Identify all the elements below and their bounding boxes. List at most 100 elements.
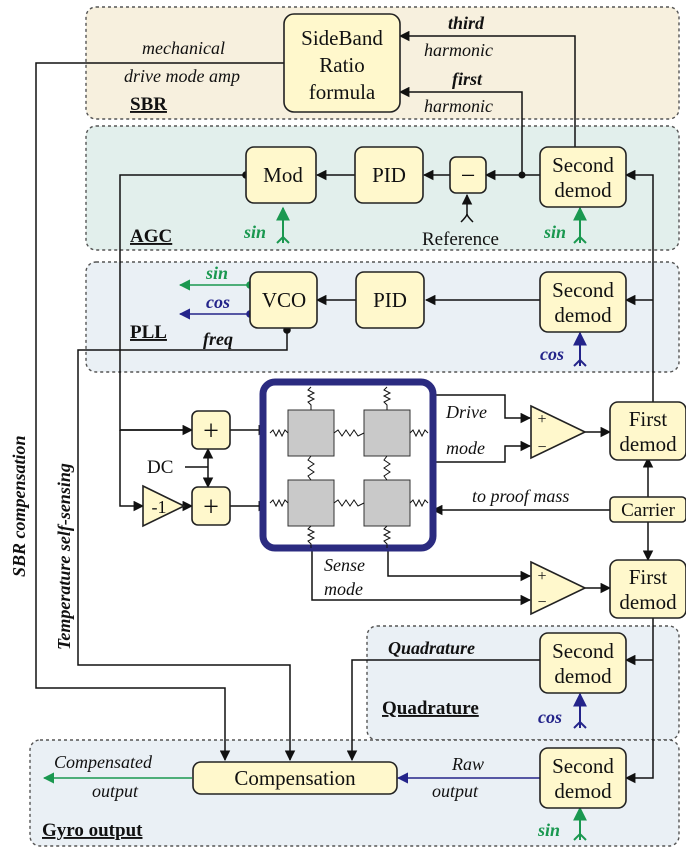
- drive-plus-wire: [428, 394, 532, 424]
- sense-first-demod-label-2: demod: [619, 590, 677, 614]
- drive-amp-plus: +: [537, 411, 546, 428]
- sbr-formula-label-3: formula: [309, 80, 376, 104]
- junction-dot: [518, 171, 526, 179]
- quad-second-demod-label-2: demod: [554, 664, 612, 688]
- sense-mode-label: mode: [324, 579, 363, 599]
- sbr-compensation-wire: [35, 62, 284, 762]
- sense-plus-wire: [387, 548, 532, 582]
- pll-second-demod-label-2: demod: [554, 303, 612, 327]
- temperature-self-sensing-label: Temperature self-sensing: [54, 463, 74, 650]
- third-label: third: [448, 13, 485, 33]
- pll-second-demod-block: [539, 271, 627, 333]
- agc-second-demod-label-1: Second: [552, 153, 614, 177]
- sbr-section-title: SBR: [130, 94, 167, 115]
- mod-block: [245, 146, 317, 204]
- sin-input-agc-demod: [573, 206, 587, 244]
- drive-adder-1: [191, 410, 231, 450]
- vco-block: [249, 271, 318, 329]
- drive-adder-2: [191, 486, 231, 526]
- compensation-label: Compensation: [234, 766, 356, 790]
- sbr-formula-block: [283, 13, 401, 113]
- temperature-wire: [77, 330, 296, 762]
- drive-first-demod-label-2: demod: [619, 432, 677, 456]
- to-proof-mass-label: to proof mass: [472, 486, 569, 506]
- agc-section-title: AGC: [130, 226, 172, 247]
- sense-first-demod-label-1: First: [629, 565, 668, 589]
- agc-second-demod-block: [539, 146, 627, 208]
- drive-mode-amp-label: drive mode amp: [124, 66, 240, 86]
- carrier-label: Carrier: [621, 500, 675, 521]
- subtract-block: [449, 156, 487, 194]
- sense-first-demod-block: [609, 559, 686, 619]
- drive-minus-wire: [428, 440, 532, 463]
- dc-label: DC: [147, 457, 173, 478]
- sense-amp-minus: −: [537, 594, 546, 611]
- harmonic-label-2: harmonic: [424, 96, 493, 116]
- drive-amp-minus: −: [537, 439, 546, 456]
- raw-output-label: output: [432, 781, 479, 801]
- sin-input-mod: [276, 206, 290, 244]
- mod-to-neg-wire: [119, 430, 145, 512]
- out-second-demod-label-2: demod: [554, 779, 612, 803]
- sin-label-agc-demod: sin: [543, 222, 566, 242]
- sense-diff-amp: [530, 560, 587, 616]
- pll-pid-label: PID: [373, 288, 407, 312]
- pll-pid-block: [355, 271, 425, 329]
- pll-second-demod-label-1: Second: [552, 278, 614, 302]
- sense-demod-down-wire: [624, 614, 654, 784]
- sense-label: Sense: [324, 555, 365, 575]
- drive-mode-label: mode: [446, 438, 485, 458]
- quad-second-demod-block: [539, 632, 627, 694]
- reference-label: Reference: [422, 229, 499, 250]
- out-second-demod-label-1: Second: [552, 754, 614, 778]
- subtract-label: −: [461, 161, 476, 190]
- cos-input-pll-demod: [573, 331, 587, 367]
- cos-input-quad-demod: [573, 692, 587, 729]
- drive-first-demod-block: [609, 401, 686, 461]
- sbr-formula-label-2: Ratio: [319, 53, 365, 77]
- drive-adder-2-label: +: [203, 492, 219, 523]
- drive-diff-amp: [530, 404, 587, 460]
- agc-second-demod-label-2: demod: [554, 178, 612, 202]
- sense-amp-plus: +: [537, 568, 546, 585]
- third-harmonic-wire: [398, 30, 576, 151]
- drive-demod-up-wire: [624, 169, 654, 406]
- compensation-block: [192, 761, 398, 795]
- proof-mass-structure: [259, 378, 437, 552]
- drive-label: Drive: [445, 402, 487, 422]
- sin-input-out-demod: [573, 806, 587, 841]
- quadrature-signal-label: Quadrature: [388, 638, 475, 658]
- sbr-formula-label-1: SideBand: [301, 26, 383, 50]
- raw-label: Raw: [451, 754, 484, 774]
- vco-label: VCO: [262, 288, 306, 312]
- quad-second-demod-label-1: Second: [552, 639, 614, 663]
- cos-label-pll-demod: cos: [540, 344, 564, 364]
- reference-tap: [460, 213, 474, 223]
- agc-pid-block: [354, 146, 424, 204]
- sin-label-out-demod: sin: [537, 820, 560, 840]
- drive-adder-1-label: +: [203, 416, 219, 447]
- negate-gain: [142, 484, 186, 528]
- sin-label-vco: sin: [205, 263, 228, 283]
- quadrature-section-title: Quadrature: [382, 698, 479, 719]
- pll-section-title: PLL: [130, 322, 167, 343]
- drive-first-demod-label-1: First: [629, 407, 668, 431]
- freq-label: freq: [203, 329, 233, 349]
- compensated-label: Compensated: [54, 752, 153, 772]
- carrier-block: [609, 496, 686, 523]
- quadrature-wire: [346, 659, 540, 762]
- cos-label-quad-demod: cos: [538, 707, 562, 727]
- negate-gain-label: -1: [152, 497, 167, 517]
- first-harmonic-wire: [398, 86, 523, 175]
- sense-minus-wire: [311, 548, 532, 606]
- first-label: first: [452, 69, 483, 89]
- out-second-demod-block: [539, 747, 627, 809]
- compensated-output-label: output: [92, 781, 139, 801]
- harmonic-label-1: harmonic: [424, 40, 493, 60]
- sbr-compensation-label: SBR compensation: [9, 435, 29, 577]
- mechanical-label: mechanical: [142, 38, 225, 58]
- cos-label-vco: cos: [206, 292, 230, 312]
- sin-label-mod: sin: [243, 222, 266, 242]
- agc-pid-label: PID: [372, 163, 406, 187]
